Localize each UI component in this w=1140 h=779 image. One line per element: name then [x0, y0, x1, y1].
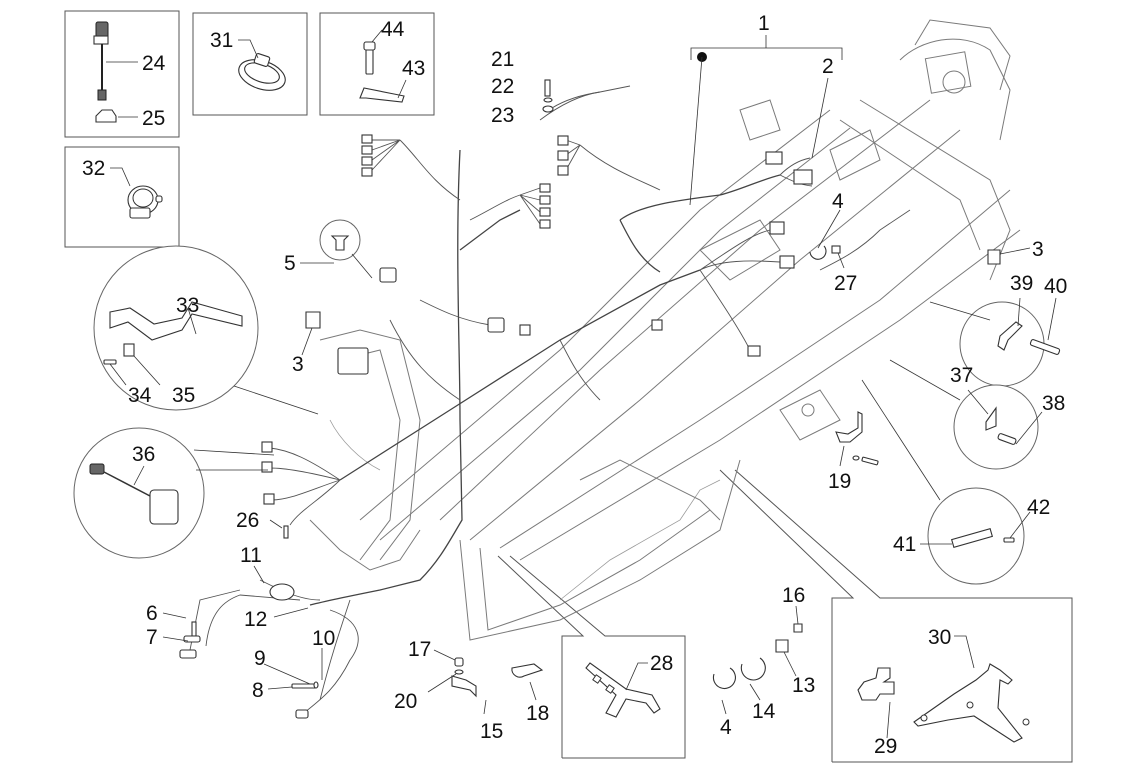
callout-24: 24: [142, 52, 166, 75]
inset-31: [192, 12, 308, 116]
inset-29-30: [719, 469, 1073, 763]
callout-36: 36: [132, 443, 155, 466]
callout-33: 33: [176, 294, 199, 317]
inset-32: [64, 146, 180, 248]
callout-27: 27: [834, 272, 857, 295]
detail-41-42: [861, 379, 1031, 585]
harness-group-bracket: [689, 35, 843, 206]
callout-21: 21: [491, 48, 514, 71]
callout-38: 38: [1042, 392, 1065, 415]
bolt-part-44: [365, 47, 374, 75]
callout-1: 1: [758, 12, 770, 35]
inset-43-44: [319, 12, 435, 116]
callout-labels: 1 2 3 3 4 4 5 6 7 8 9 10 11 12 13 14 15 …: [82, 12, 1067, 758]
callout-11: 11: [240, 544, 262, 567]
callout-3-left: 3: [292, 353, 304, 376]
callout-15: 15: [480, 720, 503, 743]
loose-parts: [162, 79, 1031, 719]
callout-23: 23: [491, 104, 514, 127]
callout-10: 10: [312, 627, 335, 650]
detail-37-38: [889, 359, 1043, 470]
callout-41: 41: [893, 533, 916, 556]
callout-2: 2: [822, 55, 834, 78]
callout-25: 25: [142, 107, 165, 130]
callout-28: 28: [650, 652, 673, 675]
callout-44: 44: [381, 18, 405, 41]
bracket-part-43: [359, 87, 405, 103]
detail-33-34-35: [93, 245, 319, 415]
callout-40: 40: [1044, 275, 1067, 298]
callout-20: 20: [394, 690, 417, 713]
callout-8: 8: [252, 679, 264, 702]
callout-17: 17: [408, 638, 431, 661]
callout-9: 9: [254, 647, 266, 670]
callout-16: 16: [782, 584, 805, 607]
callout-5: 5: [284, 252, 296, 275]
callout-32: 32: [82, 157, 105, 180]
callout-4-top: 4: [832, 190, 844, 213]
callout-18: 18: [526, 702, 549, 725]
callout-34: 34: [128, 384, 152, 407]
callout-6: 6: [146, 602, 158, 625]
callout-31: 31: [210, 29, 233, 52]
callout-29: 29: [874, 735, 897, 758]
detail-36: [73, 427, 275, 559]
callout-13: 13: [792, 674, 815, 697]
callout-37: 37: [950, 364, 973, 387]
callout-7: 7: [146, 626, 158, 649]
callout-19: 19: [828, 470, 851, 493]
callout-39: 39: [1010, 272, 1033, 295]
callout-26: 26: [236, 509, 259, 532]
wiring-harness: [189, 91, 911, 701]
inset-28: [497, 555, 686, 759]
callout-12: 12: [244, 608, 267, 631]
callout-14: 14: [752, 700, 776, 723]
callout-3-right: 3: [1032, 238, 1044, 261]
callout-30: 30: [928, 626, 951, 649]
callout-42: 42: [1027, 496, 1050, 519]
callout-22: 22: [491, 75, 514, 98]
cap-part-25: [95, 109, 117, 123]
bracket-part-28: [585, 662, 661, 718]
callout-35: 35: [172, 384, 195, 407]
callout-43: 43: [402, 57, 425, 80]
bracket-part-29: [857, 667, 895, 701]
callout-4-bottom: 4: [720, 716, 732, 739]
inset-24-25: [64, 10, 180, 138]
